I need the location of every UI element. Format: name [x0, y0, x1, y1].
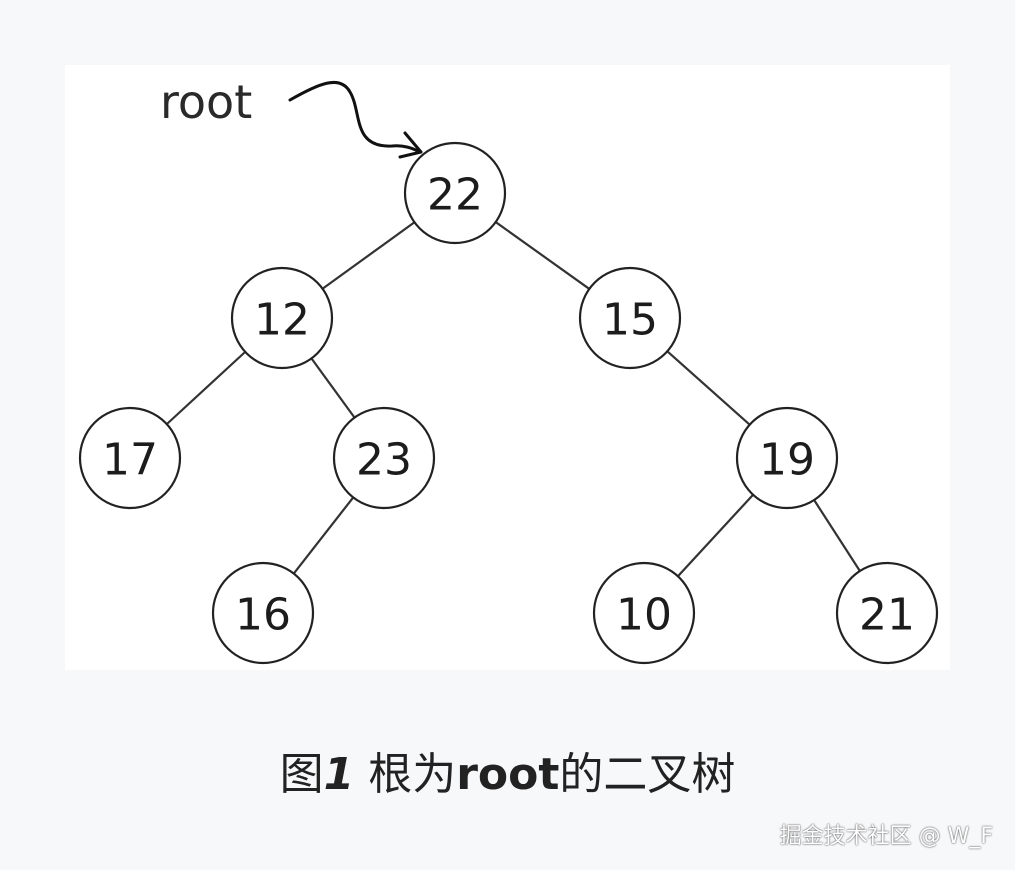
- tree-node-10: 10: [592, 561, 696, 665]
- root-label: root: [160, 75, 252, 129]
- tree-node-21: 21: [835, 561, 939, 665]
- node-label: 19: [759, 435, 815, 486]
- tree-node-22: 22: [403, 141, 507, 245]
- edge-15-19: [666, 350, 751, 426]
- node-circle: [332, 406, 436, 510]
- node-label: 12: [254, 295, 310, 346]
- node-label: 16: [235, 590, 291, 641]
- node-circle: [230, 266, 334, 370]
- tree-node-23: 23: [332, 406, 436, 510]
- node-label: 22: [427, 170, 483, 221]
- node-label: 21: [859, 590, 915, 641]
- node-circle: [835, 561, 939, 665]
- caption-number: 1: [323, 749, 355, 800]
- root-arrow: [288, 81, 423, 159]
- caption-text-b: 的二叉树: [559, 749, 736, 800]
- edge-12-17: [166, 351, 246, 425]
- edge-22-15: [495, 221, 590, 290]
- node-circle: [78, 406, 182, 510]
- watermark: 掘金技术社区 @ W_F: [779, 824, 993, 849]
- edge-12-23: [310, 357, 356, 419]
- edge-23-16: [292, 496, 355, 575]
- node-circle: [578, 266, 682, 370]
- tree-node-12: 12: [230, 266, 334, 370]
- node-circle: [211, 561, 315, 665]
- node-circle: [735, 406, 839, 510]
- caption-prefix: 图: [279, 749, 324, 800]
- node-label: 17: [102, 435, 158, 486]
- figure-caption: 图1 根为root的二叉树: [0, 738, 1015, 802]
- figure-panel: [65, 65, 950, 670]
- edge-19-21: [813, 499, 861, 572]
- tree-node-15: 15: [578, 266, 682, 370]
- node-label: 15: [602, 295, 658, 346]
- node-circle: [403, 141, 507, 245]
- caption-keyword: root: [456, 749, 560, 800]
- node-label: 10: [616, 590, 672, 641]
- node-circle: [592, 561, 696, 665]
- tree-node-16: 16: [211, 561, 315, 665]
- node-label: 23: [356, 435, 412, 486]
- tree-node-19: 19: [735, 406, 839, 510]
- edge-22-12: [321, 221, 416, 290]
- caption-text-a: 根为: [354, 749, 457, 800]
- edge-19-10: [677, 494, 754, 577]
- tree-node-17: 17: [78, 406, 182, 510]
